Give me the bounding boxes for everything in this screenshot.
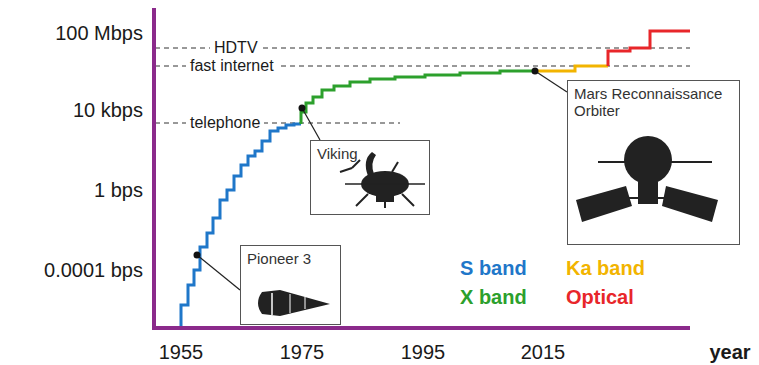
y-tick-label: 0.0001 bps bbox=[44, 259, 143, 281]
y-tick-label: 1 bps bbox=[94, 179, 143, 201]
pioneer-probe bbox=[258, 290, 330, 316]
ka-band-curve bbox=[535, 66, 608, 71]
leader-line bbox=[302, 108, 320, 140]
mro-orbiter bbox=[576, 136, 718, 222]
x-tick-label: 2015 bbox=[521, 341, 566, 363]
y-axis bbox=[152, 8, 156, 329]
x-band-curve bbox=[301, 71, 535, 124]
spacecraft-name: Viking bbox=[317, 145, 417, 162]
data-dot bbox=[299, 105, 306, 112]
callout-box: Mars Reconnaissance Orbiter bbox=[567, 80, 740, 245]
spacecraft-name: Mars Reconnaissance Orbiter bbox=[574, 85, 724, 120]
spacecraft-name: Pioneer 3 bbox=[247, 250, 334, 267]
x-axis bbox=[152, 326, 690, 330]
x-tick-label: 1995 bbox=[401, 341, 446, 363]
data-dot bbox=[532, 68, 539, 75]
optical-curve bbox=[608, 31, 690, 66]
data-dot bbox=[194, 252, 201, 259]
axis-title: year bbox=[709, 341, 750, 363]
reference-label: HDTV bbox=[210, 39, 262, 57]
leader-line bbox=[535, 71, 567, 92]
callout-box: Viking bbox=[310, 140, 430, 215]
legend-entry: X band bbox=[460, 286, 527, 308]
callout-box: Pioneer 3 bbox=[240, 245, 341, 325]
legend-entry: Ka band bbox=[566, 257, 645, 279]
legend-entry: S band bbox=[460, 257, 527, 279]
y-tick-label: 10 kbps bbox=[73, 99, 143, 121]
legend-entry: Optical bbox=[566, 286, 634, 308]
leader-line bbox=[197, 255, 240, 290]
reference-label: fast internet bbox=[186, 57, 278, 75]
x-tick-label: 1955 bbox=[159, 341, 204, 363]
y-tick-label: 100 Mbps bbox=[55, 22, 143, 44]
reference-label: telephone bbox=[186, 114, 264, 132]
x-tick-label: 1975 bbox=[280, 341, 325, 363]
